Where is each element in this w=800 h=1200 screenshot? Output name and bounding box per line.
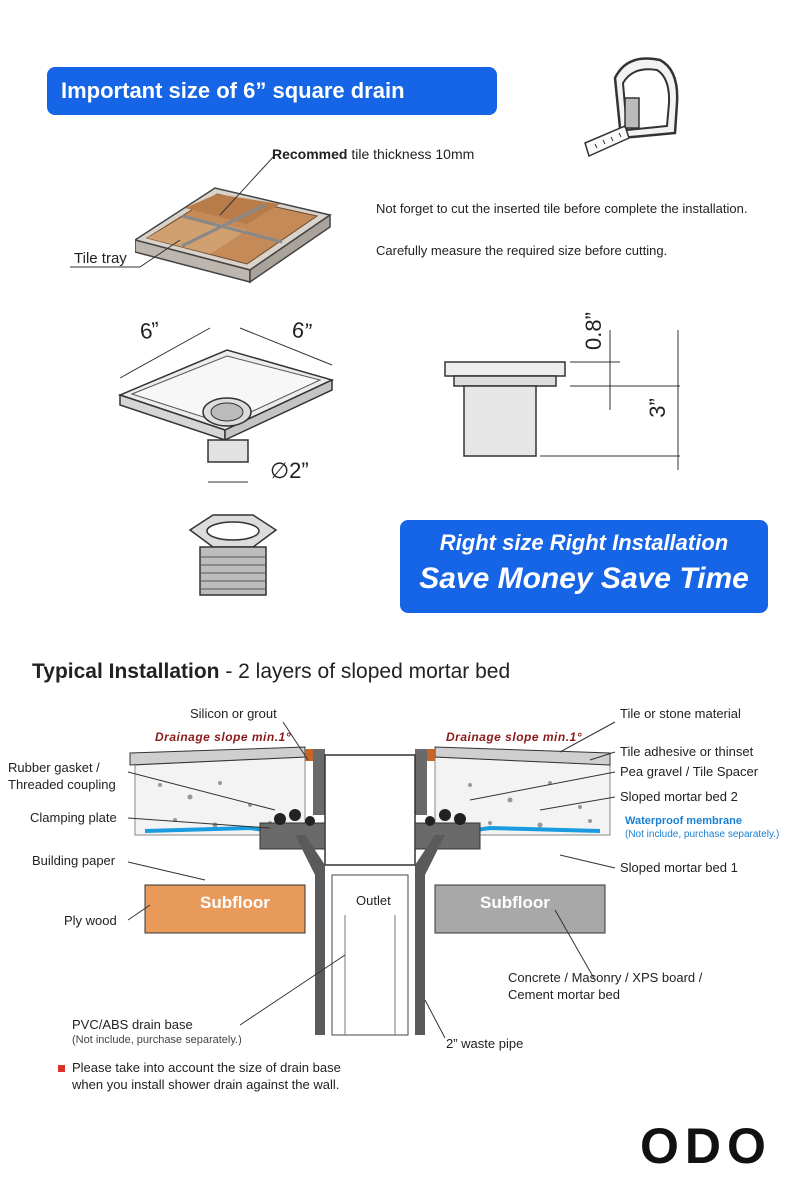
label-plywood: Ply wood (64, 913, 117, 928)
label-pvc-drain-base: PVC/ABS drain base (72, 1017, 193, 1032)
tile-thickness-callout: Recommed tile thickness 10mm (272, 146, 475, 162)
dimension-body-height: 3” (644, 398, 670, 418)
label-sloped-mortar-1: Sloped mortar bed 1 (620, 860, 738, 875)
dimension-width-b: 6” (290, 316, 314, 345)
slogan-line-1: Right size Right Installation (439, 530, 729, 555)
callout-leader-lines (127, 721, 616, 1039)
label-concrete-1: Concrete / Masonry / XPS board / (508, 970, 703, 985)
note-cut-tile: Not forget to cut the inserted tile befo… (376, 201, 748, 216)
drainage-slope-left: Drainage slope min.1° (155, 730, 292, 744)
label-pea-gravel: Pea gravel / Tile Spacer (620, 764, 759, 779)
tile-tray-leaders (70, 155, 276, 268)
label-sloped-mortar-2: Sloped mortar bed 2 (620, 789, 738, 804)
banner-title: Important size of 6” square drain (47, 67, 497, 115)
label-membrane-note: (Not include, purchase separately.) (625, 829, 780, 840)
slogan-line-2: Save Money Save Time (419, 562, 749, 595)
warning-line-1: Please take into account the size of dra… (72, 1060, 341, 1075)
brand-logo: ODO (640, 1118, 772, 1174)
dimension-outlet-diameter: ∅2” (270, 458, 309, 483)
banner-slogan: Right size Right Installation Save Money… (400, 520, 768, 613)
section-title: Typical Installation - 2 layers of slope… (32, 660, 511, 683)
label-clamping-plate: Clamping plate (30, 810, 117, 825)
subfloor-right-label: Subfloor (480, 893, 550, 912)
label-pvc-note: (Not include, purchase separately.) (72, 1034, 242, 1046)
label-waterproof-membrane: Waterproof membrane (625, 815, 742, 827)
dimension-width-a: 6” (138, 316, 162, 345)
label-tile-stone: Tile or stone material (620, 706, 741, 721)
dimension-tray-height: 0.8” (580, 312, 606, 350)
outlet-label: Outlet (356, 893, 391, 908)
tape-measure-icon (584, 57, 679, 158)
label-silicon-grout: Silicon or grout (190, 706, 277, 721)
subfloor-left-label: Subfloor (200, 893, 270, 912)
label-threaded-coupling: Threaded coupling (8, 777, 116, 792)
label-tile-adhesive: Tile adhesive or thinset (620, 744, 754, 759)
note-measure: Carefully measure the required size befo… (376, 243, 668, 258)
drainage-slope-right: Drainage slope min.1° (446, 730, 583, 744)
label-rubber-gasket: Rubber gasket / (8, 760, 100, 775)
square-drain-illustration (117, 327, 335, 483)
hex-coupling-illustration (188, 514, 278, 596)
label-concrete-2: Cement mortar bed (508, 987, 620, 1002)
label-waste-pipe: 2” waste pipe (446, 1036, 524, 1051)
drain-side-profile (444, 330, 680, 470)
tile-tray-illustration (135, 187, 332, 284)
warning-line-2: when you install shower drain against th… (72, 1077, 340, 1092)
tile-tray-label: Tile tray (74, 250, 127, 267)
warning-bullet-icon (58, 1065, 65, 1072)
label-building-paper: Building paper (32, 853, 116, 868)
